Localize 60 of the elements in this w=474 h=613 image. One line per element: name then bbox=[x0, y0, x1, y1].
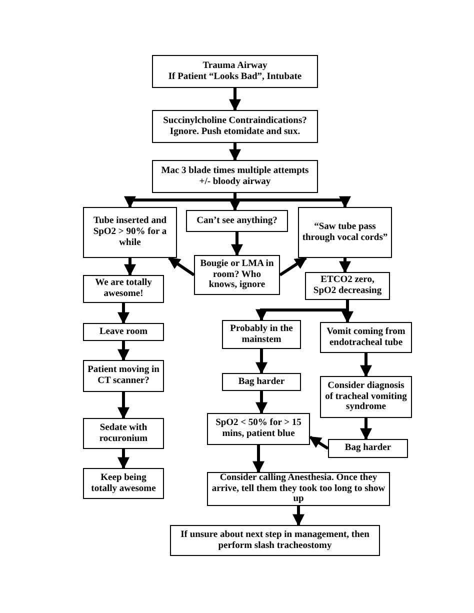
node-text: Bag harder bbox=[344, 443, 392, 454]
arrow bbox=[256, 349, 268, 374]
process-box bbox=[83, 323, 164, 341]
process-box bbox=[328, 439, 408, 458]
process-box bbox=[207, 413, 310, 445]
arrow bbox=[292, 506, 304, 526]
process-box bbox=[152, 160, 318, 193]
node-text: Patient moving in CT scanner? bbox=[87, 365, 160, 387]
process-box bbox=[320, 322, 412, 353]
process-box bbox=[222, 373, 301, 391]
node-text: Succinylcholine Contraindications? Ignore. Push etomidate and sux. bbox=[162, 116, 308, 138]
process-box bbox=[83, 360, 164, 392]
process-box bbox=[298, 207, 392, 258]
node-text: Sedate with rocuronium bbox=[98, 422, 149, 444]
node-text: Tube inserted and SpO2 > 90% for a while bbox=[92, 216, 168, 249]
arrow bbox=[124, 193, 236, 208]
node-text: Keep being totally awesome bbox=[90, 472, 157, 494]
arrow bbox=[339, 258, 351, 274]
node-text: “Saw tube pass through vocal cords” bbox=[302, 222, 388, 244]
node-text: We are totally awesome! bbox=[94, 278, 153, 300]
arrow bbox=[360, 353, 372, 378]
node-text: Bag harder bbox=[238, 376, 285, 388]
arrow bbox=[118, 392, 130, 420]
node-text: SpO2 < 50% for > 15 mins, patient blue bbox=[214, 418, 302, 440]
arrow bbox=[118, 449, 130, 470]
process-box bbox=[222, 320, 301, 349]
process-box bbox=[152, 55, 318, 88]
arrow bbox=[360, 418, 372, 440]
process-box bbox=[83, 468, 164, 499]
node-text: ETCO2 zero, SpO2 decreasing bbox=[312, 275, 383, 297]
arrow bbox=[229, 88, 241, 112]
arrow bbox=[168, 256, 195, 276]
arrow bbox=[124, 258, 136, 276]
process-box bbox=[152, 110, 318, 143]
arrow bbox=[279, 256, 307, 276]
arrow bbox=[118, 303, 130, 324]
node-text: If unsure about next step in management, then perform slash tracheostomy bbox=[180, 530, 370, 552]
arrow bbox=[234, 193, 351, 208]
process-box bbox=[170, 525, 380, 556]
process-box bbox=[305, 272, 390, 300]
node-text: Mac 3 blade times multiple attempts +/- bloody airway bbox=[160, 166, 310, 188]
node-text: Leave room bbox=[99, 326, 148, 338]
arrow bbox=[231, 232, 243, 256]
node-text: Trauma Airway bbox=[202, 60, 268, 72]
arrow bbox=[118, 341, 130, 362]
node-text: Consider diagnosis of tracheal vomiting syndrome bbox=[324, 380, 408, 414]
node-text: Vomit coming from endotracheal tube bbox=[326, 326, 406, 348]
node-text: If Patient “Looks Bad”, Intubate bbox=[168, 72, 302, 82]
node-text: Bougie or LMA in room? Who knows, ignore bbox=[199, 258, 275, 292]
process-box bbox=[83, 418, 164, 449]
arrow bbox=[309, 436, 329, 450]
process-box bbox=[83, 275, 164, 303]
node-text: Consider calling Anesthesia. Once they arrive, tell them they took too long to show up bbox=[211, 472, 386, 506]
process-box bbox=[83, 207, 177, 258]
node-text: Can’t see anything? bbox=[196, 216, 278, 226]
node-text: Probably in the mainstem bbox=[229, 324, 294, 346]
process-box bbox=[186, 210, 288, 232]
arrow bbox=[229, 143, 241, 162]
arrow bbox=[252, 445, 264, 474]
arrow bbox=[256, 391, 268, 414]
